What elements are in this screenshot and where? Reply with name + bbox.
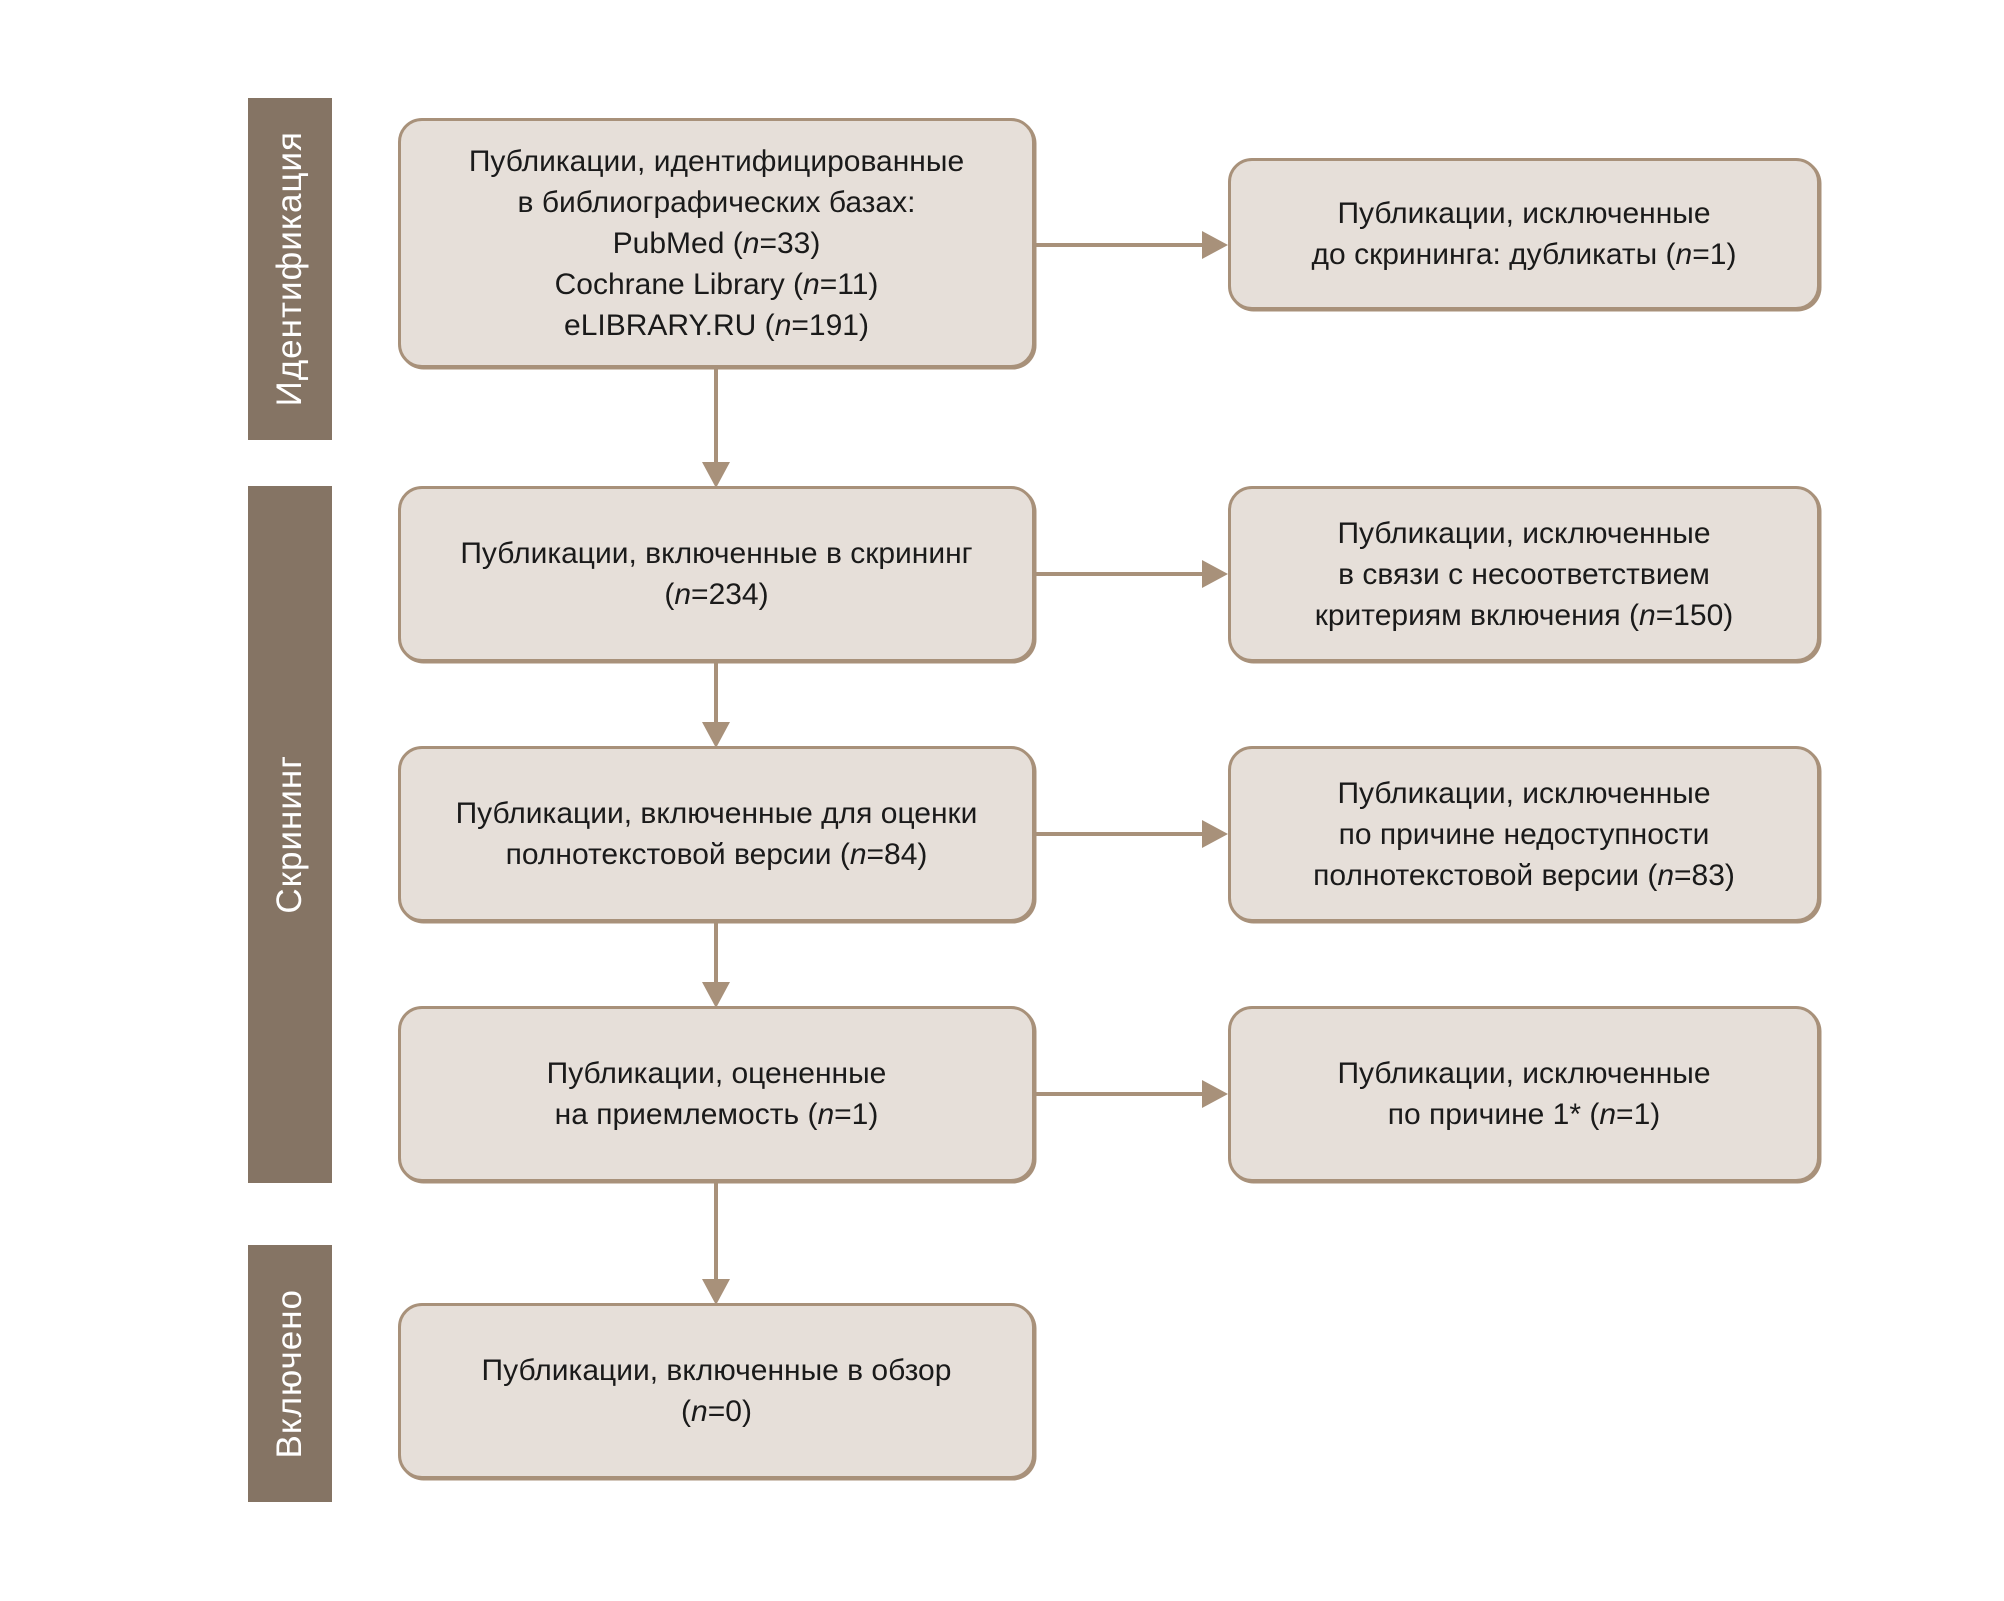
box-text-line: (n=0) [681,1395,752,1428]
box-text-line: Публикации, исключенные [1337,516,1711,550]
box-text-line: Публикации, исключенные [1337,197,1711,230]
arrow-to-excluded-reason1-head [1202,1080,1228,1108]
stage-bar-screening: Скрининг [248,486,332,1183]
box-text-line: (n=234) [664,578,769,611]
arrow-to-excluded-fulltext-head [1202,820,1228,848]
arrow-to-excluded-duplicates-head [1202,231,1228,259]
box-text-line: Публикации, включенные для оценки [455,797,978,830]
box-text-line: PubMed (n=33) [612,226,821,260]
arrow-screened-to-fulltext-head [702,722,730,748]
box-text-line: Публикации, включенные в обзор [481,1354,952,1387]
box-excluded-criteria-mismatch: Публикации, исключенные в связи с несоотв… [1228,486,1820,662]
box-text-line: Cochrane Library (n=11) [554,267,879,301]
box-included-in-review: Публикации, включенные в обзор (n=0) [398,1303,1035,1479]
stage-bar-included: Включено [248,1245,332,1502]
arrow-fulltext-to-eligibility-line [714,922,718,982]
arrow-to-excluded-criteria-head [1202,560,1228,588]
stage-label-identification: Идентификация [270,131,309,407]
box-text-line: критериям включения (n=150) [1314,598,1734,632]
arrow-fulltext-to-eligibility-head [702,982,730,1008]
box-fulltext-assessment: Публикации, включенные для оценки полноте… [398,746,1035,922]
arrow-to-excluded-criteria-line [1035,572,1204,576]
box-screening-included: Публикации, включенные в скрининг (n=234) [398,486,1035,662]
box-text-line: в связи с несоответствием [1338,557,1710,591]
box-eligibility-assessed: Публикации, оцененные на приемлемость (n=… [398,1006,1035,1182]
box-text-line: по причине недоступности [1338,817,1710,851]
box-text-line: Публикации, исключенные [1337,1057,1711,1090]
box-text-line: до скрининга: дубликаты (n=1) [1311,238,1737,271]
box-text-line: полнотекстовой версии (n=83) [1313,858,1735,892]
box-text-line: по причине 1* (n=1) [1387,1098,1661,1131]
stage-label-screening: Скрининг [270,755,309,914]
box-text-line: Публикации, включенные в скрининг [460,537,973,570]
box-excluded-duplicates: Публикации, исключенные до скрининга: дуб… [1228,158,1820,310]
arrow-identified-to-screened-line [714,368,718,462]
arrow-screened-to-fulltext-line [714,662,718,722]
box-text-line: в библиографических базах: [517,185,916,219]
arrow-to-excluded-fulltext-line [1035,832,1204,836]
arrow-to-excluded-reason1-line [1035,1092,1204,1096]
box-text-line: Публикации, идентифицированные [468,144,965,178]
arrow-eligibility-to-included-head [702,1279,730,1305]
box-text-line: на приемлемость (n=1) [554,1098,879,1131]
stage-label-included: Включено [270,1288,309,1459]
box-identified-publications: Публикации, идентифицированные в библиогр… [398,118,1035,368]
box-excluded-fulltext-unavailable: Публикации, исключенные по причине недост… [1228,746,1820,922]
box-text-line: eLIBRARY.RU (n=191) [564,308,869,342]
stage-bar-identification: Идентификация [248,98,332,440]
box-text-line: Публикации, исключенные [1337,776,1711,810]
box-excluded-reason-1: Публикации, исключенные по причине 1* (n=… [1228,1006,1820,1182]
box-text-line: Публикации, оцененные [546,1057,887,1090]
arrow-identified-to-screened-head [702,462,730,488]
arrow-eligibility-to-included-line [714,1182,718,1279]
box-text-line: полнотекстовой версии (n=84) [505,838,928,871]
arrow-to-excluded-duplicates-line [1035,243,1204,247]
